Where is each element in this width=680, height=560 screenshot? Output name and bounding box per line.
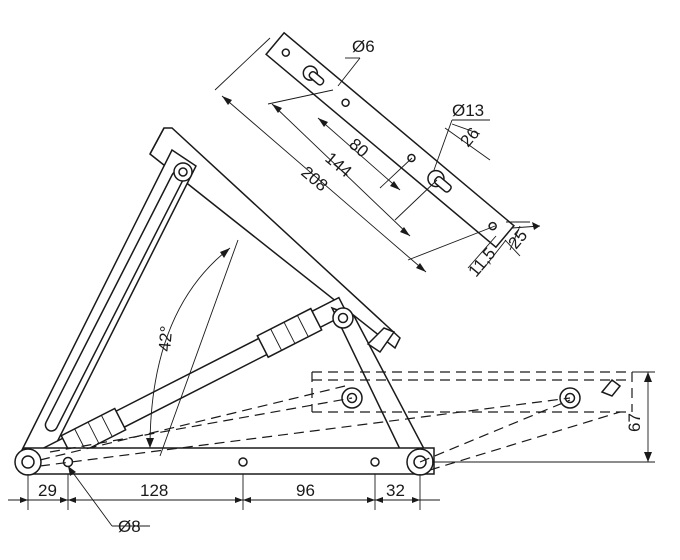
label-span-208: 208 xyxy=(297,163,331,196)
closed-position-outline xyxy=(39,371,633,471)
label-height-67: 67 xyxy=(625,413,644,432)
label-span-11-5: 11,5 xyxy=(465,244,500,281)
label-hole-large: Ø13 xyxy=(452,101,484,120)
label-base-32: 32 xyxy=(386,481,405,500)
label-base-128: 128 xyxy=(140,481,168,500)
base-dimension-line xyxy=(8,474,440,510)
label-base-96: 96 xyxy=(296,481,315,500)
keyhole-slot-right xyxy=(427,169,452,193)
pivot-left xyxy=(14,448,42,476)
lid-clip xyxy=(366,327,396,354)
label-angle: 42° xyxy=(155,325,176,352)
lid-plate xyxy=(149,127,401,350)
keyhole-slot-left xyxy=(302,65,325,86)
label-base-29: 29 xyxy=(38,481,57,500)
base-plate xyxy=(23,447,435,475)
label-span-26: 26 xyxy=(457,124,484,151)
mount-hole-1 xyxy=(281,48,291,57)
gas-spring xyxy=(34,296,349,470)
top-mounting-plate xyxy=(265,31,515,249)
mount-hole-2 xyxy=(341,98,350,107)
label-hole-small: Ø6 xyxy=(352,37,375,56)
label-pivot-hole: Ø8 xyxy=(118,517,141,536)
